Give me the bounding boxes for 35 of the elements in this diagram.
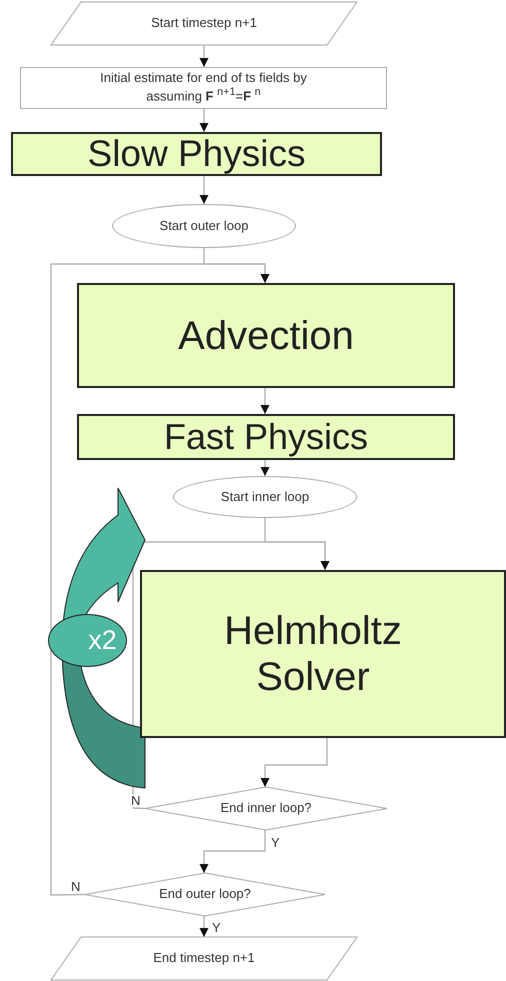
edge-label: N [70,880,82,893]
step-label: Start inner loop [220,490,310,504]
step-text: Initial estimate for end of ts fields by assuming F $^{n+1}$=F $^{n}$ [99,71,308,105]
edge-label: N [130,794,142,807]
repeat-count: x2 [88,624,117,656]
step-title: Helmholtz Solver [223,608,403,700]
process-box [77,414,455,460]
decision-diamond [145,787,387,830]
connector-arrow [200,176,208,204]
connector-arrow [200,109,208,132]
edge-label: Y [211,921,222,934]
connector-arrow [50,263,270,896]
decision-label: End outer loop? [159,887,251,902]
connector-arrow [260,460,270,476]
io-parallelogram [51,937,357,980]
repeat-count-ellipse [48,614,127,667]
decision-label: End inner loop? [220,801,312,816]
edge-label: Y [270,836,281,849]
decision-diamond [85,873,325,916]
connector-arrow [200,830,266,873]
connector-arrow [200,916,208,937]
connector-arrow [260,738,328,787]
step-label: Start outer loop [160,218,248,234]
step-label: End timestep n+1 [153,951,255,966]
io-parallelogram [51,2,357,45]
step-title: Advection [178,312,354,358]
process-box [20,67,387,109]
step-title: Slow Physics [88,132,306,176]
process-box [11,132,382,176]
connector-arrow [260,388,270,414]
connector-arrow [200,45,208,67]
step-label: Start timestep n+1 [151,16,257,31]
step-title: Fast Physics [164,416,368,458]
process-box [77,283,455,388]
process-box [140,570,506,738]
